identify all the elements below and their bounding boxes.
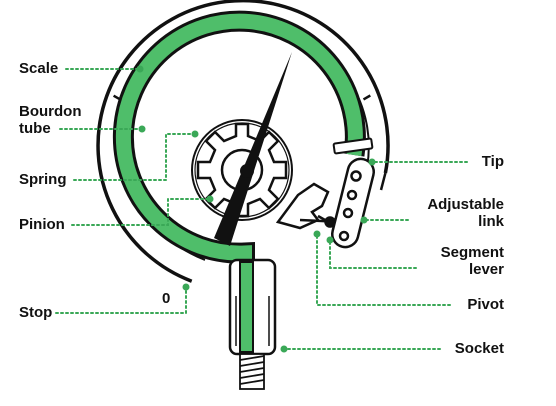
leader-lines [55,68,471,350]
label-spring: Spring [19,171,67,188]
label-bourdon-tube: Bourdon tube [19,103,81,137]
label-tip: Tip [481,153,504,170]
tube-tip-cap [332,137,374,155]
pointer-needle [214,52,292,246]
label-adjustable-line2: link [478,213,504,230]
socket-tube-channel [239,261,254,353]
label-segment-lever: Segment lever [441,244,504,278]
label-adjustable-line1: Adjustable [427,196,504,213]
adjustable-link [331,157,375,249]
label-segment-line1: Segment [440,244,504,261]
bourdon-tube [115,13,363,263]
scale-outer-ring [96,0,390,283]
label-adjustable-link: Adjustable link [427,196,504,230]
socket-thread [239,353,265,390]
label-pivot: Pivot [467,296,504,313]
label-pinion: Pinion [19,216,65,233]
scale-zero-label: 0 [162,290,170,307]
leader-dots [136,65,376,353]
label-bourdon-line1: Bourdon [19,103,82,120]
label-scale: Scale [19,60,59,77]
pointer-hub [240,164,254,178]
label-segment-line2: lever [468,261,504,278]
label-socket: Socket [454,340,504,357]
label-stop: Stop [19,304,53,321]
label-bourdon-line2: tube [19,120,51,137]
